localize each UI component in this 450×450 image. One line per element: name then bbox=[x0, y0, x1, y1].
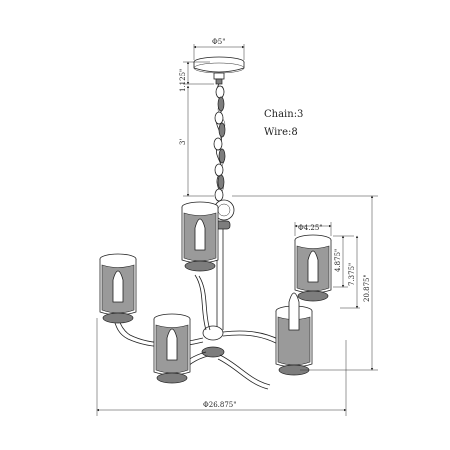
dim-shade-diameter: Φ4.25" bbox=[298, 224, 323, 232]
dim-canopy-diameter: Φ5" bbox=[212, 38, 225, 46]
shade-bottom-left bbox=[153, 313, 191, 384]
dim-body-height: 20.875" bbox=[363, 274, 371, 302]
shade-left bbox=[99, 253, 137, 324]
dim-overall-width: Φ26.875" bbox=[203, 401, 236, 409]
wire-note: Wire:8 bbox=[264, 127, 298, 138]
central-stem bbox=[201, 199, 235, 358]
shade-bottom-right bbox=[275, 292, 313, 376]
dim-chain-length: 3' bbox=[179, 139, 187, 145]
dimension-lines bbox=[96, 44, 378, 416]
dim-canopy-height: 1.125" bbox=[179, 69, 187, 92]
chain-note: Chain:3 bbox=[264, 109, 304, 120]
chain bbox=[213, 83, 226, 207]
shade-right-top bbox=[294, 234, 332, 302]
shade-top-center bbox=[181, 201, 219, 272]
dim-arm-to-shade: 7.375" bbox=[348, 263, 356, 286]
canopy bbox=[193, 56, 245, 85]
dim-shade-height: 4.875" bbox=[334, 249, 342, 272]
